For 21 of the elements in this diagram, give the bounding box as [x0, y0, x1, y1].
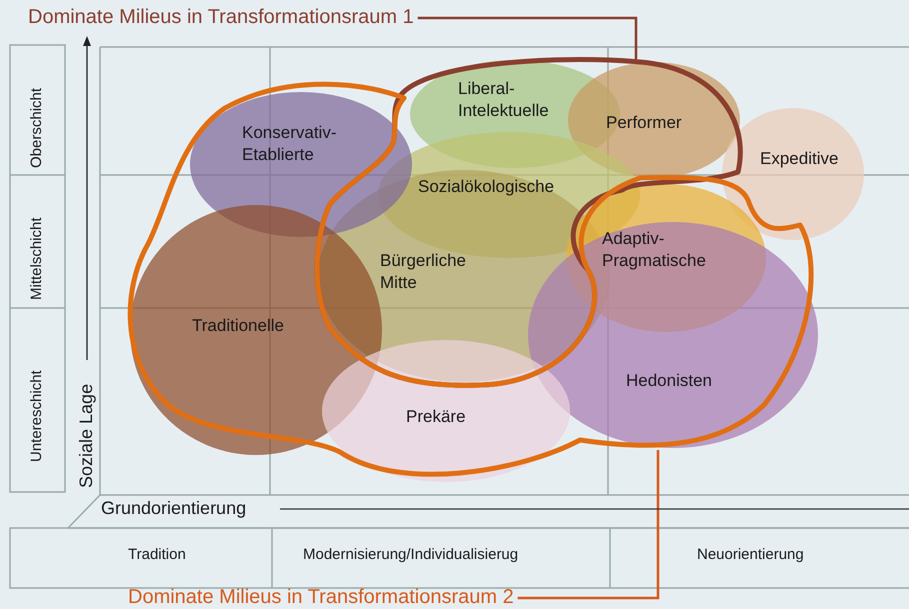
column-label: Tradition	[128, 546, 186, 563]
milieu-label: Expeditive	[760, 148, 840, 170]
milieu-label: Traditionelle	[192, 315, 285, 337]
milieu-label: Performer	[606, 112, 683, 134]
callout-text: Dominate Milieus in Transformationsraum 1	[28, 6, 414, 28]
column-label: Neuorientierung	[697, 546, 804, 563]
row-label: Oberschicht	[28, 88, 45, 168]
milieu-label: Konservativ-Etablierte	[242, 122, 338, 166]
milieu-label: Hedonisten	[626, 370, 714, 392]
milieu-label: Sozialökologische	[418, 176, 556, 198]
row-label: Mittelschicht	[28, 217, 45, 300]
row-label: Untereschicht	[28, 370, 45, 462]
milieu-label: Liberal-Intelektuelle	[458, 78, 550, 122]
callout-text: Dominate Milieus in Transformationsraum 2	[128, 586, 514, 608]
milieu-label: Bürgerliche Mitte	[380, 250, 467, 294]
milieu-label: Prekäre	[406, 406, 467, 428]
milieu-label: Adaptiv-Pragmatische	[602, 228, 707, 272]
axis-label: Soziale Lage	[76, 384, 97, 488]
axis-label: Grundorientierung	[101, 498, 246, 519]
leader-line	[518, 450, 660, 600]
column-label: Modernisierung/Individualisierug	[303, 546, 518, 563]
